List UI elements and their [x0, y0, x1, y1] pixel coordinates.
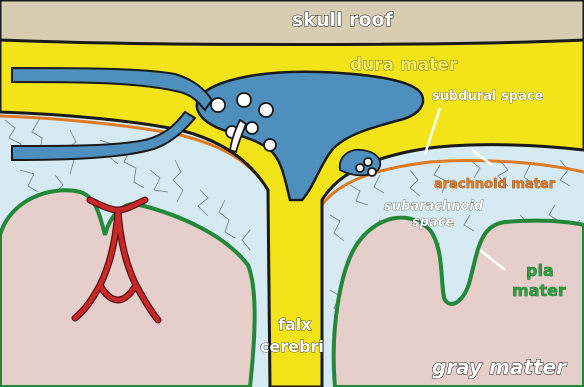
- falx-cerebri-label-line1: falx: [278, 315, 312, 334]
- subarachnoid-space-label-line1: subarachnoid: [384, 199, 484, 214]
- pia-mater-label-line2: mater: [512, 281, 566, 300]
- subarachnoid-space-label-line2: space: [412, 215, 455, 230]
- dura-mater-label: dura mater: [350, 55, 458, 75]
- skull-roof-label: skull roof: [292, 9, 394, 31]
- pia-mater-label-line1: pia: [526, 261, 554, 280]
- subdural-space-label: subdural space: [432, 89, 544, 104]
- gray-matter-label: gray matter: [432, 355, 567, 379]
- arachnoid-mater-label: arachnoid mater: [434, 177, 556, 192]
- falx-cerebri-label-line2: cerebri: [260, 337, 324, 356]
